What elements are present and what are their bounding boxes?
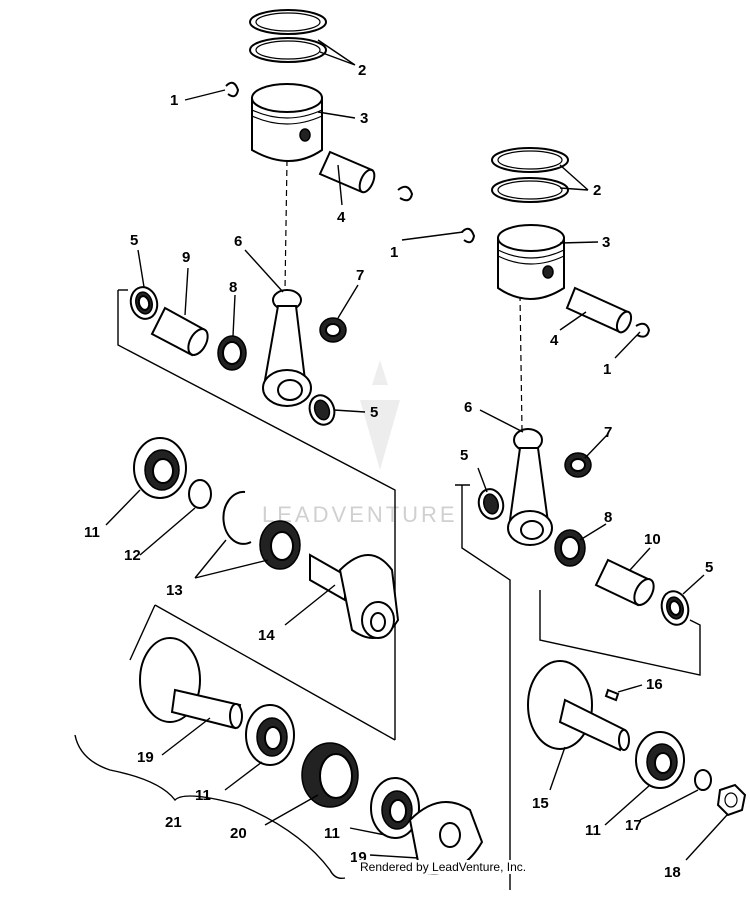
circlip-icon [225, 81, 240, 98]
callout-label: 1 [170, 92, 178, 109]
piston-icon [497, 224, 565, 300]
main-bearing-icon [370, 777, 420, 839]
callout-label: 5 [705, 559, 713, 576]
leader-lines [105, 39, 728, 861]
credit-text: Rendered by LeadVenture, Inc. [357, 860, 530, 874]
small-end-bearing-icon [564, 452, 592, 478]
center-bearing-icon [301, 742, 359, 808]
callout-label: 15 [532, 795, 549, 812]
seal-icon [129, 286, 159, 320]
needle-bearing-icon [217, 335, 247, 371]
watermark: LEADVENTURE [262, 502, 458, 527]
piston-pin-icon [318, 150, 376, 194]
callout-label: 4 [337, 209, 346, 226]
retaining-ring-icon [222, 490, 301, 570]
callout-label: 20 [230, 825, 247, 842]
piston-ring-icon [491, 147, 569, 203]
callout-label: 16 [646, 676, 663, 693]
callout-label: 5 [460, 447, 468, 464]
watermark-logo-icon [360, 360, 400, 470]
spacer-sleeve-icon [150, 306, 209, 357]
seal-icon [477, 488, 505, 520]
callout-label: 11 [585, 822, 601, 839]
callout-label: 1 [390, 244, 398, 261]
seal-icon [308, 394, 336, 426]
callout-label: 3 [602, 234, 610, 251]
crankshaft-half-icon [309, 553, 400, 639]
piston-pin-icon [565, 286, 633, 334]
piston-icon [251, 83, 323, 162]
connecting-rod-icon [262, 289, 312, 407]
callout-label: 7 [604, 424, 612, 441]
piston-ring-icon [249, 9, 327, 63]
spacer-sleeve-icon [594, 558, 655, 607]
callout-label: 9 [182, 249, 190, 266]
callout-label: 17 [625, 817, 642, 834]
callout-label: 3 [360, 110, 368, 127]
callout-labels: 1 2 3 4 1 5 9 8 6 7 5 2 3 4 1 11 12 13 1… [84, 62, 713, 881]
main-bearing-icon [635, 731, 685, 789]
callout-label: 6 [464, 399, 472, 416]
callout-label: 5 [370, 404, 378, 421]
callout-label: 18 [664, 864, 681, 881]
flywheel-crank-icon [139, 637, 243, 730]
callout-label: 11 [84, 524, 100, 541]
callout-label: 2 [593, 182, 601, 199]
snap-ring-icon [188, 479, 212, 509]
needle-bearing-icon [554, 529, 586, 567]
connecting-rod-icon [507, 428, 553, 546]
crankshaft-half-icon [527, 660, 630, 752]
callout-label: 5 [130, 232, 138, 249]
callout-label: 10 [644, 531, 661, 548]
callout-label: 11 [195, 787, 211, 804]
circlip-icon [397, 185, 414, 202]
callout-label: 8 [604, 509, 612, 526]
callout-label: 1 [603, 361, 611, 378]
callout-label: 2 [358, 62, 366, 79]
callout-label: 12 [124, 547, 141, 564]
assembly-brace-icon [74, 734, 346, 880]
callout-label: 7 [356, 267, 364, 284]
callout-label: 8 [229, 279, 237, 296]
callout-label: 13 [166, 582, 183, 599]
main-bearing-icon [245, 704, 295, 766]
callout-label: 14 [258, 627, 275, 644]
washer-icon [694, 769, 712, 791]
callout-label: 21 [165, 814, 182, 831]
main-bearing-icon [133, 437, 187, 499]
flywheel-crank-icon [408, 801, 484, 875]
callout-label: 19 [137, 749, 154, 766]
seal-icon [660, 590, 690, 626]
callout-label: 4 [550, 332, 559, 349]
nut-icon [716, 783, 747, 817]
callout-label: 11 [324, 825, 340, 842]
woodruff-key-icon [604, 688, 620, 702]
small-end-bearing-icon [319, 317, 347, 343]
callout-label: 6 [234, 233, 242, 250]
circlip-icon [461, 227, 476, 244]
